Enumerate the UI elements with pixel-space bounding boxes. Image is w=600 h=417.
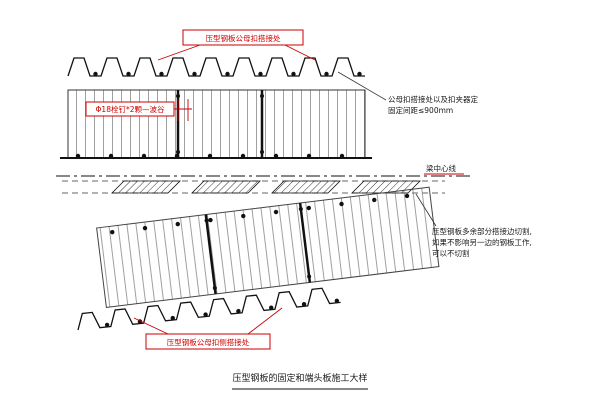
bottom-seam-callout-label: 压型钢板公母扣侧搭接处 — [167, 337, 250, 347]
cutting-note-line2: 如果不影响另一边的钢板工作, — [432, 237, 532, 247]
drawing-caption: 压型钢板的固定和端头板施工大样 — [232, 372, 368, 390]
beam-centerline-label: 梁中心线 — [426, 163, 456, 173]
stud-dimension-label: Φ18栓钉*2颗—波谷 — [96, 104, 165, 114]
caption-text: 压型钢板的固定和端头板施工大样 — [232, 372, 367, 384]
seam-bar — [204, 214, 217, 295]
bottom-callout-leader-right — [247, 307, 283, 335]
bottom-profile-stud-dots — [104, 298, 340, 328]
hatched-lap-piece — [191, 180, 261, 194]
cutting-note: 压型钢板多余部分搭接边切割, 如果不影响另一边的钢板工作, 可以不切割 — [415, 193, 532, 258]
cutting-note-line1: 压型钢板多余部分搭接边切割, — [432, 226, 532, 236]
hatched-lap-piece — [111, 180, 181, 194]
beam-stud-dots — [75, 153, 345, 159]
cutting-note-line3: 可以不切割 — [432, 248, 470, 258]
beam-flange-row — [62, 180, 445, 194]
top-profile-stud-dots — [93, 71, 362, 77]
top-seam-callout: 压型钢板公母扣搭接处 — [157, 29, 316, 61]
fastener-note-line2: 固定间距≤900mm — [388, 105, 453, 115]
top-callout-leader-left — [157, 44, 201, 61]
bottom-callout-leader-left — [133, 317, 169, 335]
seam-bar — [298, 202, 312, 283]
bottom-corrugated-profile — [77, 287, 341, 331]
top-callout-leader-right — [284, 44, 316, 61]
beam-centerline: 梁中心线 — [56, 163, 470, 177]
cutting-note-leader — [415, 193, 437, 227]
hatched-lap-piece — [271, 180, 341, 194]
fastener-spacing-note: 公母扣搭接处以及扣夹器定 固定间距≤900mm — [337, 71, 478, 115]
deck-edge-stud-dots — [110, 193, 410, 235]
top-corrugated-profile — [67, 57, 365, 77]
stud-dimension-callout: Φ18栓钉*2颗—波谷 — [85, 99, 192, 121]
upper-deck-plan — [60, 89, 372, 159]
lower-deck-plan — [96, 186, 440, 308]
bottom-seam-callout: 压型钢板公母扣侧搭接处 — [133, 307, 283, 350]
fastener-note-leader — [337, 71, 387, 101]
fastener-note-line1: 公母扣搭接处以及扣夹器定 — [388, 94, 478, 104]
top-seam-callout-label: 压型钢板公母扣搭接处 — [206, 33, 281, 43]
